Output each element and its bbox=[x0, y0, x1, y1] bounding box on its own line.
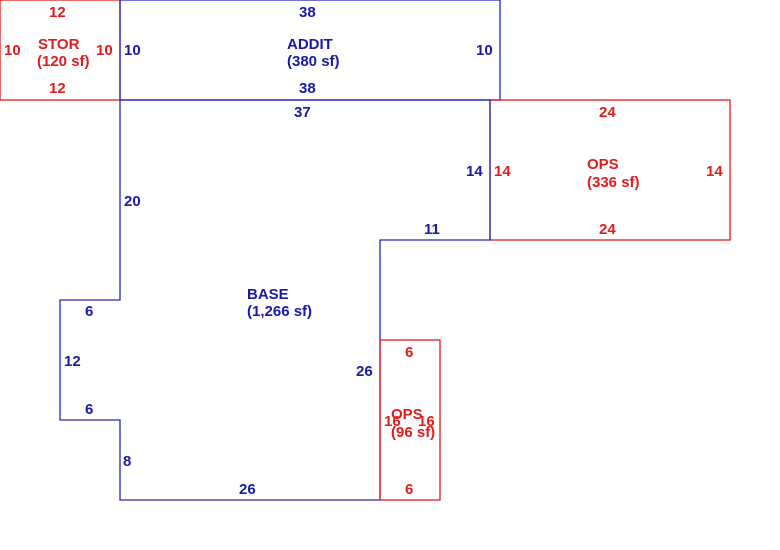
base-dim-left-upper: 20 bbox=[124, 193, 141, 210]
base-dim-step: 11 bbox=[424, 221, 440, 238]
stor-dim-left: 10 bbox=[4, 42, 21, 59]
ops-small-outline bbox=[379, 339, 441, 501]
ops-small-area: (96 sf) bbox=[391, 424, 435, 441]
ops-small-label: OPS bbox=[391, 406, 423, 423]
stor-dim-right: 10 bbox=[96, 42, 113, 59]
base-dim-notch-bottom: 6 bbox=[85, 401, 93, 418]
addit-area: (380 sf) bbox=[287, 53, 340, 70]
ops-large-dim-left: 14 bbox=[494, 163, 511, 180]
ops-large-dim-bottom: 24 bbox=[599, 221, 616, 238]
base-area: (1,266 sf) bbox=[247, 303, 312, 320]
base-outline bbox=[59, 99, 491, 501]
ops-large-area: (336 sf) bbox=[587, 174, 640, 191]
addit-label: ADDIT bbox=[287, 36, 333, 53]
stor-dim-top: 12 bbox=[49, 4, 66, 21]
base-dim-notch-top: 6 bbox=[85, 303, 93, 320]
base-dim-right-upper: 14 bbox=[466, 163, 483, 180]
ops-large-dim-top: 24 bbox=[599, 104, 616, 121]
ops-large-dim-right: 14 bbox=[706, 163, 723, 180]
ops-large-label: OPS bbox=[587, 156, 619, 173]
base-dim-right-lower: 26 bbox=[356, 363, 373, 380]
stor-area: (120 sf) bbox=[37, 53, 90, 70]
base-label: BASE bbox=[247, 286, 289, 303]
ops-small-dim-right: 16 bbox=[418, 413, 435, 430]
addit-dim-top: 38 bbox=[299, 4, 316, 21]
base-dim-top: 37 bbox=[294, 104, 311, 121]
base-dim-bottom: 26 bbox=[239, 481, 256, 498]
addit-dim-left: 10 bbox=[124, 42, 141, 59]
stor-dim-bottom: 12 bbox=[49, 80, 66, 97]
base-dim-notch-side: 12 bbox=[64, 353, 81, 370]
ops-small-dim-bottom: 6 bbox=[405, 481, 413, 498]
ops-small-dim-top: 6 bbox=[405, 344, 413, 361]
stor-label: STOR bbox=[38, 36, 80, 53]
ops-small-dim-left: 16 bbox=[384, 413, 401, 430]
addit-dim-right: 10 bbox=[476, 42, 493, 59]
addit-dim-bottom: 38 bbox=[299, 80, 316, 97]
base-dim-left-lower: 8 bbox=[123, 453, 131, 470]
